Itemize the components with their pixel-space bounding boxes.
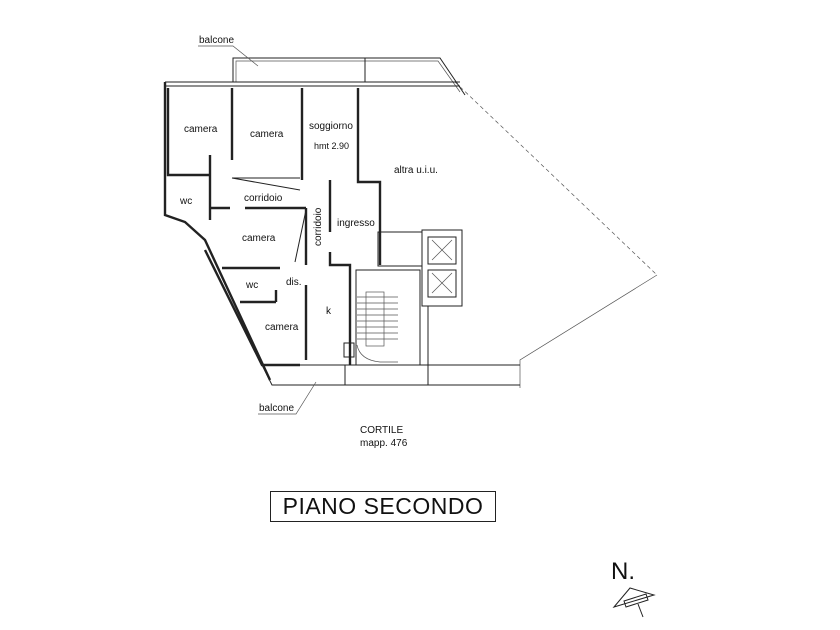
leader-line (258, 381, 317, 415)
stair-core (343, 229, 463, 365)
balcone-top-label: balcone (199, 35, 234, 46)
top-balcony (232, 57, 466, 96)
other-unit-boundary (454, 81, 658, 388)
room-label-soggiorno: soggiorno (309, 121, 353, 132)
stair-treads (356, 291, 398, 363)
elevator-shaft (427, 236, 457, 265)
room-labels: camera camera soggiorno hmt 2.90 altra u… (179, 121, 438, 333)
height-note: hmt 2.90 (314, 141, 349, 151)
balcone-bottom-label: balcone (259, 403, 294, 414)
room-label-camera: camera (242, 233, 276, 244)
room-label-corridoio: corridoio (244, 193, 283, 204)
courtyard-label: CORTILE (360, 425, 403, 436)
room-label-corridoio-vertical: corridoio (313, 207, 324, 246)
outer-walls (163, 81, 520, 386)
annotations: balcone balcone CORTILE mapp. 476 (198, 35, 408, 449)
room-label-ingresso: ingresso (337, 218, 375, 229)
page-title: PIANO SECONDO (270, 491, 496, 522)
room-label-other-unit: altra u.i.u. (394, 165, 438, 176)
north-label: N. (611, 558, 635, 585)
flue-shaft (343, 342, 355, 358)
room-label-dis: dis. (286, 277, 302, 288)
room-label-camera: camera (265, 322, 299, 333)
north-arrow-icon (612, 587, 656, 618)
room-label-wc: wc (179, 196, 192, 207)
interior-walls (166, 88, 382, 365)
room-label-kitchen: k (326, 306, 332, 317)
leader-line (198, 45, 259, 67)
parcel-label: mapp. 476 (360, 438, 408, 449)
room-label-wc: wc (245, 280, 258, 291)
room-label-camera: camera (184, 124, 218, 135)
elevator-shaft (427, 269, 457, 298)
room-label-camera: camera (250, 129, 284, 140)
